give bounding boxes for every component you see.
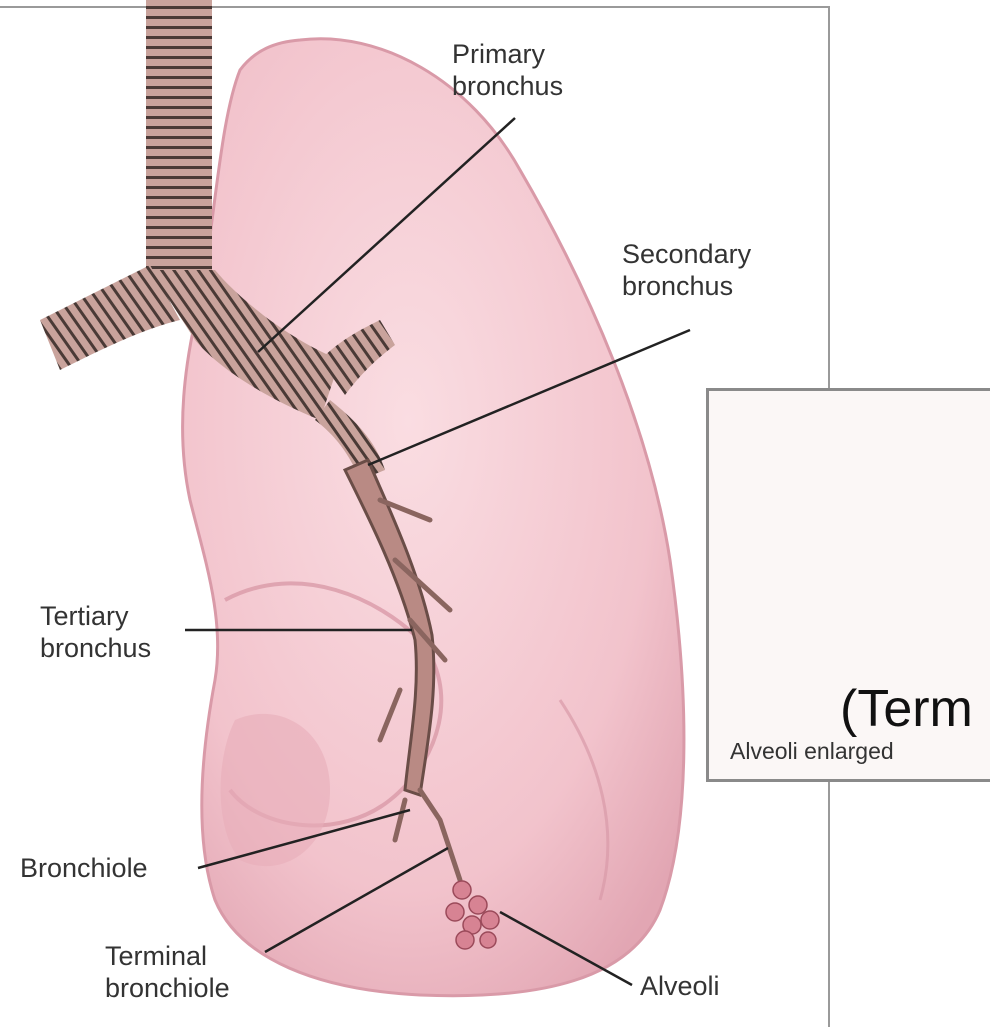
overlay-text-term: (Term bbox=[840, 683, 973, 735]
label-bronchiole: Bronchiole bbox=[20, 852, 148, 884]
label-primary-bronchus-line2: bronchus bbox=[452, 70, 563, 102]
label-alveoli-text: Alveoli bbox=[640, 970, 720, 1002]
inset-caption: Alveoli enlarged bbox=[730, 738, 894, 765]
label-tertiary-bronchus-line1: Tertiary bbox=[40, 600, 151, 632]
label-terminal-bronchiole-line2: bronchiole bbox=[105, 972, 230, 1004]
label-terminal-bronchiole: Terminal bronchiole bbox=[105, 940, 230, 1005]
label-secondary-bronchus-line2: bronchus bbox=[622, 270, 751, 302]
label-tertiary-bronchus: Tertiary bronchus bbox=[40, 600, 151, 665]
label-primary-bronchus-line1: Primary bbox=[452, 38, 563, 70]
label-secondary-bronchus-line1: Secondary bbox=[622, 238, 751, 270]
trachea bbox=[146, 0, 212, 270]
label-alveoli: Alveoli bbox=[640, 970, 720, 1002]
label-bronchiole-text: Bronchiole bbox=[20, 852, 148, 884]
label-secondary-bronchus: Secondary bronchus bbox=[622, 238, 751, 303]
label-terminal-bronchiole-line1: Terminal bbox=[105, 940, 230, 972]
label-primary-bronchus: Primary bronchus bbox=[452, 38, 563, 103]
label-tertiary-bronchus-line2: bronchus bbox=[40, 632, 151, 664]
